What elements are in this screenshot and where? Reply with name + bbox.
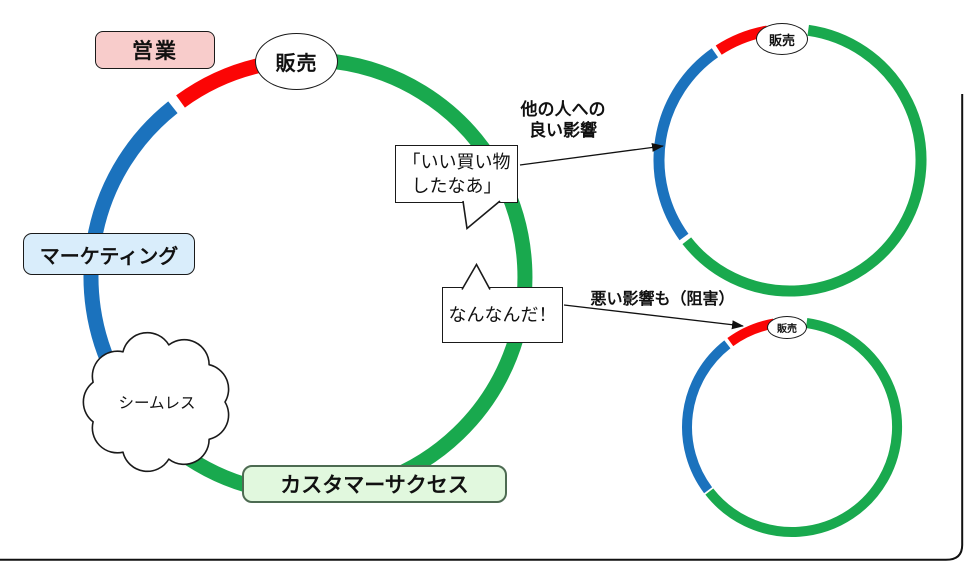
bad-influence-annotation: 悪い影響も（阻害） [580, 290, 745, 310]
selling-ellipse-top-mini: 販売 [756, 23, 808, 55]
selling-label-main: 販売 [275, 53, 318, 75]
good-influence-line1: 他の人への [520, 100, 606, 119]
marketing-label: マーケティング [39, 245, 179, 268]
customer-success-label: カスタマーサクセス [280, 474, 469, 497]
selling-ellipse-bottom-mini: 販売 [767, 316, 807, 339]
selling-ellipse-main: 販売 [255, 33, 338, 90]
good-purchase-line2: したなあ」 [411, 176, 502, 196]
good-influence-line2: 良い影響 [529, 121, 597, 140]
selling-label-top-mini: 販売 [768, 32, 795, 48]
sales-dept-label: 営業 [132, 40, 178, 63]
good-purchase-speech-bubble: 「いい買い物 したなあ」 [395, 145, 518, 203]
marketing-box: マーケティング [23, 233, 195, 275]
selling-label-bottom-mini: 販売 [777, 324, 797, 335]
bad-influence-text: 悪い影響も（阻害） [590, 291, 735, 308]
confused-speech-bubble: なんなんだ！ [442, 287, 563, 343]
good-influence-annotation: 他の人への 良い影響 [498, 99, 628, 141]
sales-dept-box: 営業 [95, 31, 215, 69]
confused-text: なんなんだ！ [448, 305, 557, 325]
customer-success-box: カスタマーサクセス [242, 465, 507, 503]
good-purchase-line1: 「いい買い物 [402, 152, 511, 172]
seamless-label: シームレス [118, 395, 196, 412]
